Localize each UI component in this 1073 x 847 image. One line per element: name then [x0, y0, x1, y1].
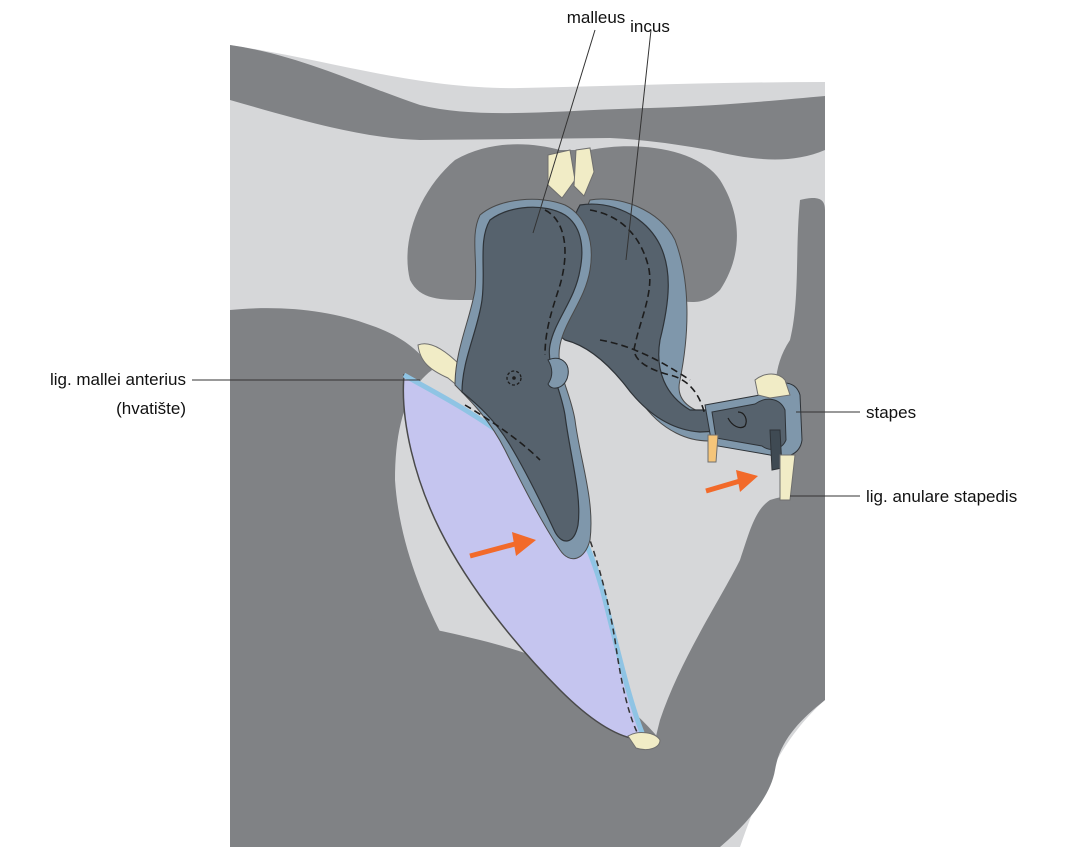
label-lig-mallei-anterius: lig. mallei anterius [50, 370, 186, 389]
malleus-axis-dot [512, 376, 516, 380]
label-malleus: malleus [567, 8, 626, 27]
label-incus: incus [630, 17, 670, 36]
incudostapedial-ligament [708, 435, 718, 462]
label-lig-mallei-anterius-note: (hvatište) [116, 399, 186, 418]
label-lig-anulare-stapedis: lig. anulare stapedis [866, 487, 1017, 506]
label-stapes: stapes [866, 403, 916, 422]
